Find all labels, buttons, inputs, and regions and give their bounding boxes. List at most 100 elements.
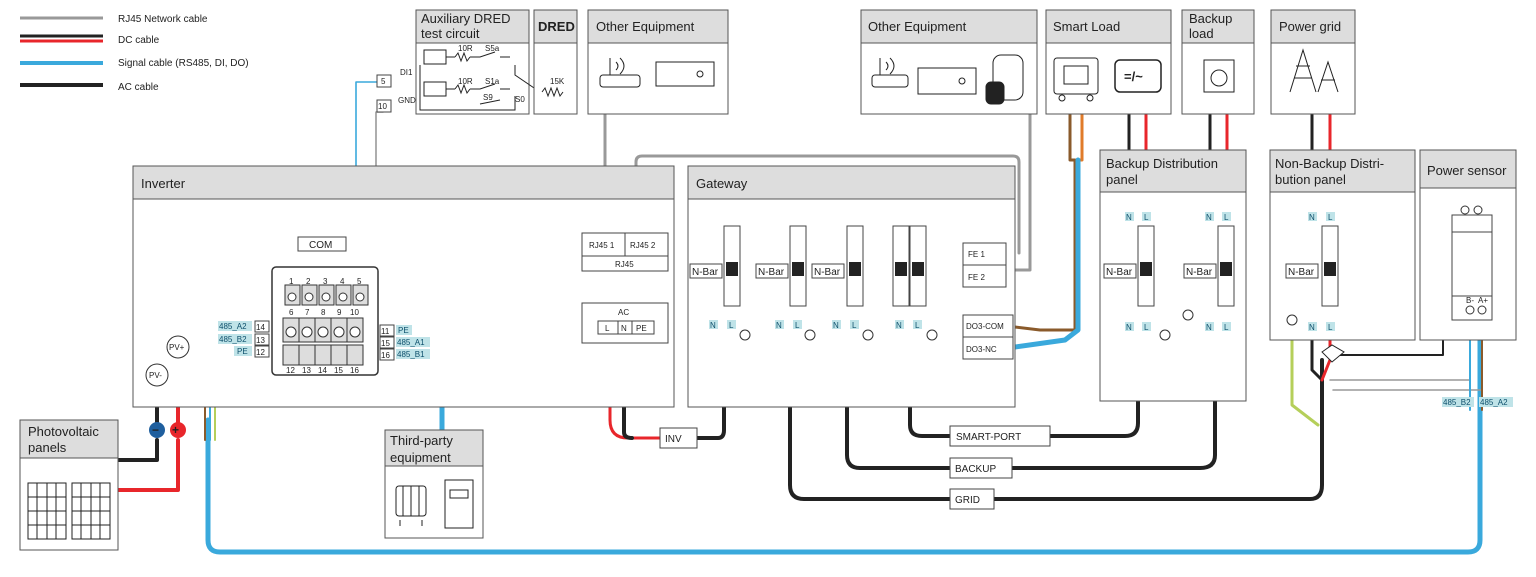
com-right-labels: 11 PE 15 485_A1 16 485_B1 xyxy=(379,324,430,361)
pylon-icon xyxy=(1289,48,1339,93)
svg-text:N: N xyxy=(1309,323,1315,332)
legend: RJ45 Network cable DC cable Signal cable… xyxy=(20,14,249,93)
pv-minus-label: PV- xyxy=(149,371,162,380)
com-pin-10: 10 xyxy=(350,308,359,317)
router-icon-2 xyxy=(871,57,909,88)
rj45-2-label: RJ45 2 xyxy=(630,241,656,250)
pin-13-label: 13 xyxy=(256,336,265,345)
fe1-label: FE 1 xyxy=(968,250,985,259)
pin-15-label: 15 xyxy=(381,339,390,348)
svg-text:N: N xyxy=(1309,213,1315,222)
com-left-labels: 485_A2 14 485_B2 13 PE 12 xyxy=(218,320,270,358)
com-pin-8: 8 xyxy=(321,308,326,317)
com-pin-15: 15 xyxy=(334,366,343,375)
do3-nc-label: DO3-NC xyxy=(966,345,997,354)
third-party-title1: Third-party xyxy=(390,433,453,448)
ct-clamp-icon xyxy=(1321,344,1345,363)
tag-485-a2: 485_A2 xyxy=(219,322,247,331)
svg-text:N: N xyxy=(833,321,839,330)
non-backup-distribution-panel: Non-Backup Distri- bution panel N-Bar N … xyxy=(1269,149,1416,363)
nl-tags: N L N L N L N L xyxy=(709,320,922,330)
power-sensor: Power sensor B- A+ 485_B2 485_A2 xyxy=(1419,149,1517,407)
inverter-box: Inverter COM xyxy=(132,165,675,438)
svg-text:L: L xyxy=(1328,323,1333,332)
device-icon-2 xyxy=(917,67,977,95)
pin-12-label: 12 xyxy=(256,348,265,357)
tag-485-a1: 485_A1 xyxy=(397,338,425,347)
tag-485-b1: 485_B1 xyxy=(397,350,425,359)
power-sensor-title: Power sensor xyxy=(1427,163,1507,178)
aux-s1: S5a xyxy=(485,44,500,53)
com-pin-5: 5 xyxy=(357,277,362,286)
com-pin-16: 16 xyxy=(350,366,359,375)
aux-pin-gnd: 10 xyxy=(378,102,387,111)
tag-485-b2: 485_B2 xyxy=(219,335,247,344)
backup-load-title2: load xyxy=(1189,26,1214,41)
backup-distribution-panel: Backup Distribution panel N-Bar N-Bar N … xyxy=(1099,149,1247,402)
legend-network: RJ45 Network cable xyxy=(118,14,208,25)
generator-icon xyxy=(1053,57,1099,102)
ground-icons xyxy=(739,329,938,341)
sensor-pin-b: B- xyxy=(1466,296,1474,305)
fe2-label: FE 2 xyxy=(968,273,985,282)
backup-nbar-2: N-Bar xyxy=(1186,267,1213,278)
com-pin-9: 9 xyxy=(337,308,342,317)
ac-n: N xyxy=(621,324,627,333)
nonbackup-nbar: N-Bar xyxy=(1288,267,1315,278)
smart-load-symbol: =/~ xyxy=(1124,69,1143,84)
aux-r1: 10R xyxy=(458,44,473,53)
bus-inv: INV xyxy=(665,434,682,445)
bus-grid: GRID xyxy=(955,495,980,506)
svg-text:L: L xyxy=(1328,213,1333,222)
sensor-pin-a: A+ xyxy=(1478,296,1488,305)
tag-pe-left: PE xyxy=(237,347,248,356)
com-pin-3: 3 xyxy=(323,277,328,286)
other-equipment-2: Other Equipment xyxy=(860,9,1038,115)
other-eq2-title: Other Equipment xyxy=(868,19,967,34)
aux-dred-title2: test circuit xyxy=(421,26,480,41)
pv-terminals: PV+ PV- − + xyxy=(145,335,190,438)
backup-panel-title1: Backup Distribution xyxy=(1106,156,1218,171)
sensor-tag-a2: 485_A2 xyxy=(1480,398,1508,407)
sensor-tag-b2: 485_B2 xyxy=(1443,398,1471,407)
ac-block: AC L N PE xyxy=(581,302,669,344)
heater-icon xyxy=(395,485,427,526)
ac-pe: PE xyxy=(636,324,647,333)
svg-text:N: N xyxy=(1206,323,1212,332)
svg-text:L: L xyxy=(795,321,800,330)
backup-panel-title2: panel xyxy=(1106,172,1138,187)
aux-s2: S1a xyxy=(485,77,500,86)
pv-panels-title1: Photovoltaic xyxy=(28,424,99,439)
com-connector: 1 2 3 4 5 6 7 8 9 10 12 13 14 15 16 xyxy=(271,266,379,376)
other-eq1-title: Other Equipment xyxy=(596,19,695,34)
device-icon xyxy=(655,61,715,87)
power-grid-title: Power grid xyxy=(1279,19,1341,34)
washer-icon xyxy=(1203,59,1235,93)
rj45-label: RJ45 xyxy=(615,260,634,269)
aux-dred-box: Auxiliary DRED test circuit 10R S5a 10R … xyxy=(376,9,569,115)
com-pin-6: 6 xyxy=(289,308,294,317)
com-pin-13: 13 xyxy=(302,366,311,375)
svg-text:L: L xyxy=(1224,323,1229,332)
legend-dc: DC cable xyxy=(118,35,160,46)
svg-text:N: N xyxy=(1126,213,1132,222)
solar-panel-icon xyxy=(27,482,111,540)
com-pin-14: 14 xyxy=(318,366,327,375)
plus-icon: + xyxy=(172,423,179,437)
legend-signal: Signal cable (RS485, DI, DO) xyxy=(118,58,249,69)
smart-load: Smart Load =/~ xyxy=(1045,9,1172,115)
nbar-3: N-Bar xyxy=(814,267,841,278)
backup-load: Backup load xyxy=(1181,9,1255,115)
svg-text:L: L xyxy=(1144,213,1149,222)
dred-res: 15K xyxy=(550,77,565,86)
com-pin-4: 4 xyxy=(340,277,345,286)
legend-ac: AC cable xyxy=(118,82,159,93)
power-grid: Power grid xyxy=(1270,9,1356,115)
third-party-title2: equipment xyxy=(390,450,451,465)
aux-s4: S0 xyxy=(515,95,525,104)
nbar-labels: N-Bar N-Bar N-Bar xyxy=(689,263,845,279)
rj45-block: RJ45 1 RJ45 2 RJ45 xyxy=(581,232,669,272)
nbar-1: N-Bar xyxy=(692,267,719,278)
nonbackup-title2: bution panel xyxy=(1275,172,1346,187)
